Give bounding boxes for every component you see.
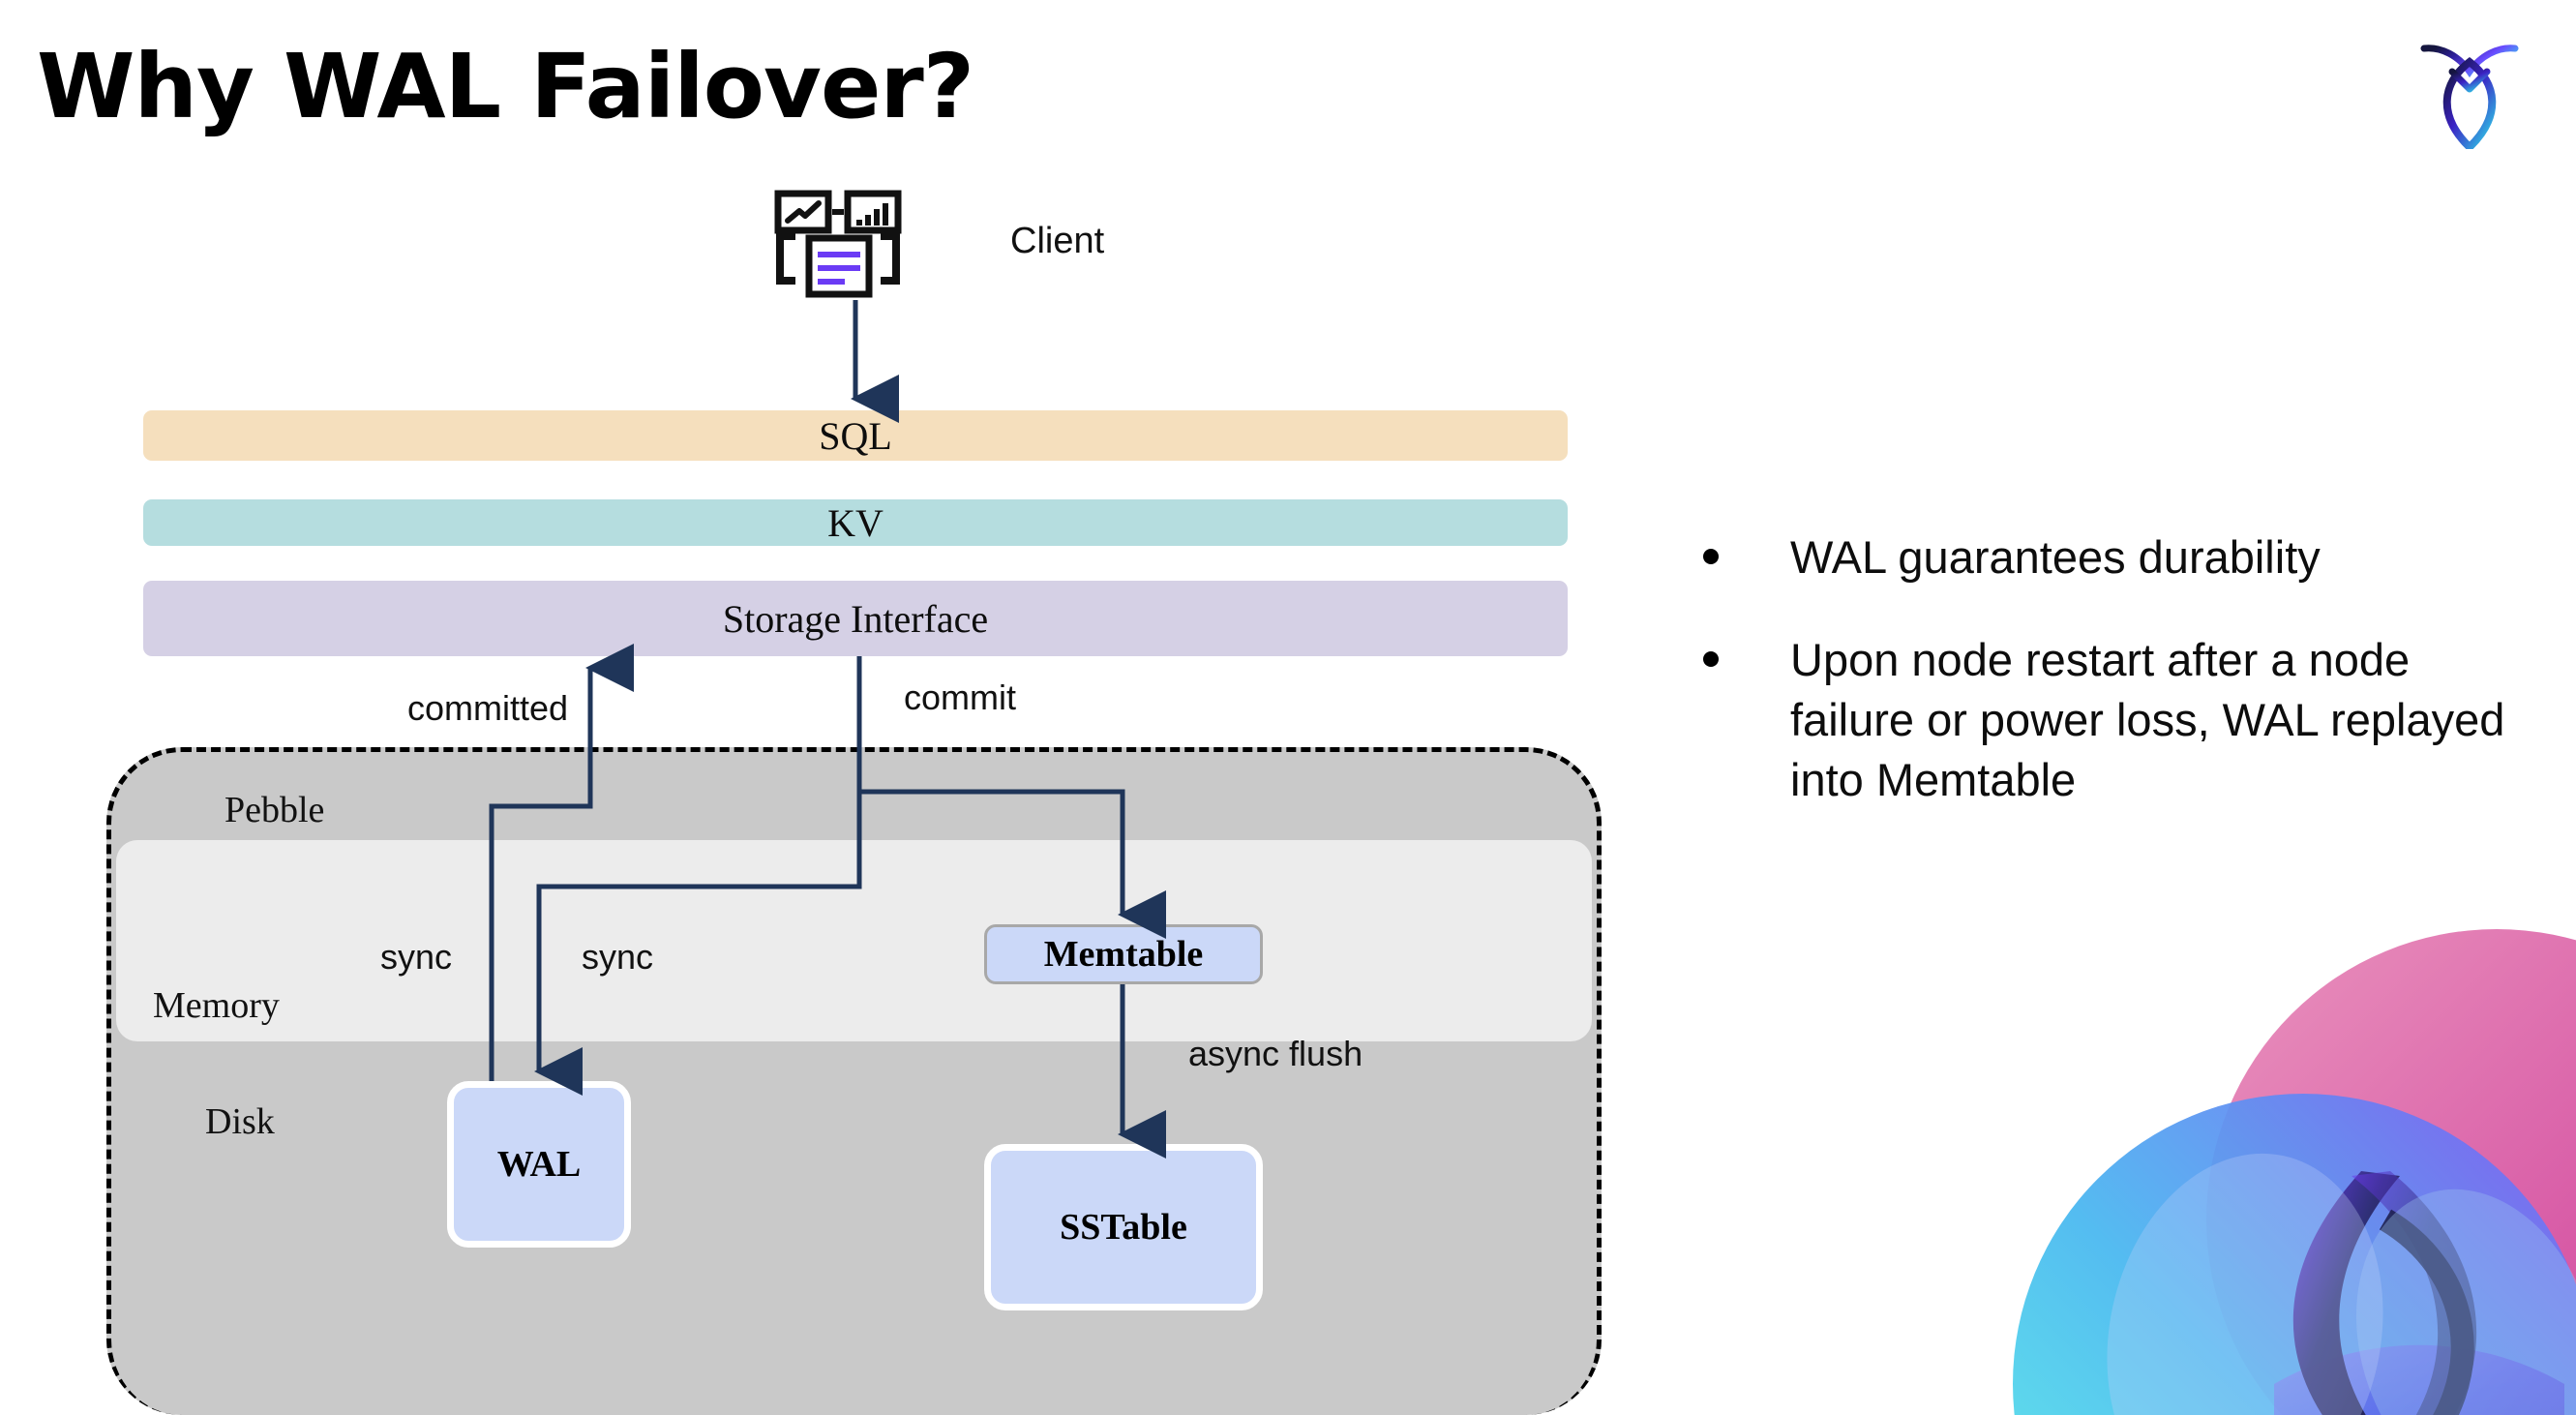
bullet-text: Upon node restart after a node failure o…: [1790, 634, 2505, 806]
layer-bar-kv: KV: [143, 499, 1568, 546]
bullet-text: WAL guarantees durability: [1790, 531, 2321, 583]
edge-label-commit: commit: [904, 677, 1016, 717]
layer-label-storage-interface: Storage Interface: [722, 596, 989, 641]
layer-label-sql: SQL: [819, 413, 892, 458]
cockroachdb-logo: [2416, 33, 2523, 153]
bullet-dot-icon: [1703, 549, 1719, 564]
edge-label-committed: committed: [407, 688, 569, 728]
client-terminal-icon: [774, 190, 934, 316]
node-memtable: Memtable: [984, 924, 1263, 984]
memory-region: [116, 840, 1592, 1041]
node-wal: WAL: [447, 1081, 631, 1248]
edge-label-async-flush: async flush: [1188, 1034, 1363, 1073]
layer-bar-storage-interface: Storage Interface: [143, 581, 1568, 656]
edge-label-sync-1: sync: [380, 937, 453, 977]
page-title: Why WAL Failover?: [37, 35, 974, 138]
node-label-memtable: Memtable: [1043, 934, 1204, 975]
pebble-label: Pebble: [225, 790, 325, 830]
list-item: WAL guarantees durability: [1703, 527, 2535, 587]
list-item: Upon node restart after a node failure o…: [1703, 630, 2535, 810]
memory-label: Memory: [153, 985, 280, 1026]
bullet-list: WAL guarantees durability Upon node rest…: [1703, 527, 2535, 853]
bullet-dot-icon: [1703, 651, 1719, 668]
edge-label-sync-2: sync: [582, 937, 654, 977]
node-label-wal: WAL: [496, 1144, 582, 1185]
layer-bar-sql: SQL: [143, 410, 1568, 461]
client-label: Client: [1010, 221, 1105, 261]
node-label-sstable: SSTable: [1060, 1207, 1187, 1248]
decorative-graphic: [1955, 929, 2576, 1415]
disk-label: Disk: [205, 1101, 275, 1142]
node-sstable: SSTable: [984, 1144, 1263, 1310]
layer-label-kv: KV: [827, 500, 884, 545]
